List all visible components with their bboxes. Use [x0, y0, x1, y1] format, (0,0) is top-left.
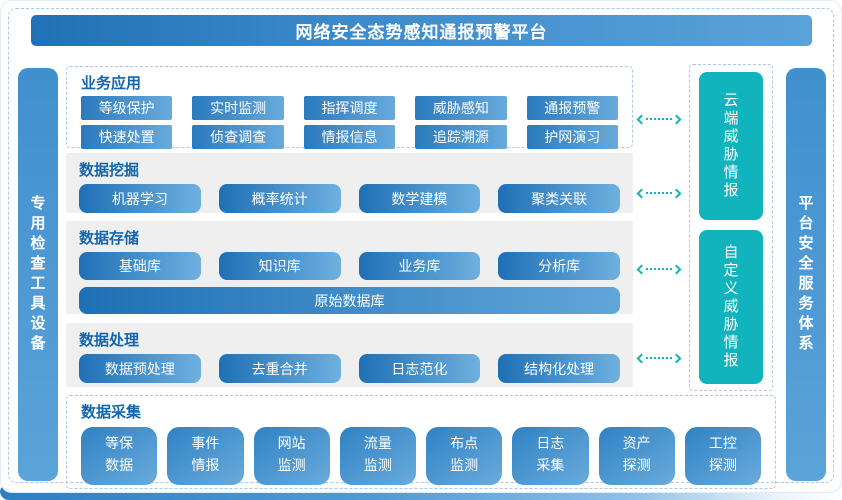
arrow-left-head-icon [636, 353, 647, 363]
processing-block-dedup-merge: 去重合并 [218, 354, 341, 383]
mining-block-cluster-association: 聚类关联 [498, 184, 620, 213]
storage-block-analysis-db: 分析库 [498, 252, 620, 280]
arrow-right-head-icon [671, 188, 682, 198]
collection-tile-log-collection: 日志 采集 [512, 427, 589, 485]
bidirectional-arrow-business [636, 113, 682, 125]
intel-box-custom-threat-intel: 自定义威胁情报 [699, 230, 763, 384]
business-block-trace-source: 追踪溯源 [415, 125, 507, 149]
collection-tile-point-monitoring: 布点 监测 [426, 427, 503, 485]
section-title-processing: 数据处理 [79, 331, 140, 349]
business-block-level-protection: 等级保护 [81, 96, 173, 120]
tile-line-1: 等保 [105, 436, 134, 453]
tile-line-2: 采集 [536, 458, 565, 474]
platform-title: 网络安全态势感知通报预警平台 [295, 23, 548, 43]
tile-line-1: 网站 [277, 436, 306, 453]
business-block-network-drill: 护网演习 [526, 125, 618, 149]
business-block-notification-warning: 通报预警 [526, 96, 618, 120]
section-data-processing: 数据处理 数据预处理 去重合并 日志范化 结构化处理 [66, 323, 633, 387]
tile-line-2: 监测 [450, 458, 479, 474]
business-block-realtime-monitoring: 实时监测 [192, 96, 284, 120]
collection-tile-website-monitoring: 网站 监测 [253, 427, 330, 485]
business-block-rapid-response: 快速处置 [81, 125, 173, 149]
bidirectional-arrow-mining [636, 187, 682, 199]
tile-line-2: 探测 [708, 458, 737, 474]
business-block-threat-awareness: 威胁感知 [415, 96, 507, 120]
business-grid: 等级保护 实时监测 指挥调度 威胁感知 通报预警 快速处置 侦查调查 情报信息 … [81, 96, 618, 149]
right-sidebar-platform-security-service: 平台安全服务体系 [786, 68, 826, 481]
arrow-right-head-icon [671, 114, 682, 124]
tile-line-2: 数据 [105, 458, 134, 474]
tile-line-1: 资产 [622, 436, 651, 453]
tile-line-1: 日志 [536, 436, 565, 453]
arrow-dashed-line [646, 192, 672, 194]
storage-block-basic-db: 基础库 [79, 252, 201, 280]
section-business-applications: 业务应用 等级保护 实时监测 指挥调度 威胁感知 通报预警 快速处置 侦查调查 … [66, 66, 633, 149]
tile-line-1: 事件 [191, 436, 220, 453]
section-title-business: 业务应用 [81, 74, 142, 92]
arrow-dashed-line [646, 268, 672, 270]
arrow-dashed-line [646, 118, 672, 120]
business-block-investigation: 侦查调查 [192, 125, 284, 149]
collection-tile-ics-detection: 工控 探测 [684, 427, 761, 485]
collection-grid: 等保 数据 事件 情报 网站 监测 流量 监测 布点 监测 [81, 427, 761, 485]
storage-block-business-db: 业务库 [358, 252, 481, 280]
section-title-mining: 数据挖掘 [79, 161, 140, 179]
bidirectional-arrow-processing [636, 352, 682, 364]
right-sidebar-label: 平台安全服务体系 [796, 194, 815, 355]
platform-title-banner: 网络安全态势感知通报预警平台 [31, 15, 812, 46]
tile-line-1: 布点 [450, 436, 479, 453]
mining-block-math-modeling: 数学建模 [358, 184, 481, 213]
section-title-collection: 数据采集 [81, 403, 142, 421]
tile-line-1: 流量 [363, 436, 392, 453]
arrow-right-head-icon [671, 353, 682, 363]
intel-box-cloud-threat-intel: 云端威胁情报 [699, 72, 763, 220]
mining-block-machine-learning: 机器学习 [79, 184, 201, 213]
tile-line-1: 工控 [708, 436, 737, 453]
arrow-left-head-icon [636, 114, 647, 124]
arrow-left-head-icon [636, 264, 647, 274]
collection-tile-asset-detection: 资产 探测 [598, 427, 675, 485]
storage-block-knowledge-db: 知识库 [218, 252, 341, 280]
arrow-right-head-icon [671, 264, 682, 274]
arrow-dashed-line [646, 357, 672, 359]
business-block-intelligence-info: 情报信息 [303, 125, 396, 149]
section-data-storage: 数据存储 基础库 知识库 业务库 分析库 原始数据库 [66, 221, 633, 314]
section-data-collection: 数据采集 等保 数据 事件 情报 网站 监测 流量 监测 [66, 395, 776, 489]
threat-intel-panel: 云端威胁情报 自定义威胁情报 [689, 64, 773, 391]
mining-row: 机器学习 概率统计 数学建模 聚类关联 [79, 184, 620, 213]
section-title-storage: 数据存储 [79, 229, 140, 247]
collection-tile-event-intelligence: 事件 情报 [167, 427, 244, 485]
tile-line-2: 监测 [363, 458, 392, 474]
processing-block-structured-processing: 结构化处理 [498, 354, 620, 383]
collection-tile-level-protection-data: 等保 数据 [81, 427, 158, 485]
section-data-mining: 数据挖掘 机器学习 概率统计 数学建模 聚类关联 [66, 153, 633, 213]
mining-block-probability-statistics: 概率统计 [218, 184, 341, 213]
arrow-left-head-icon [636, 188, 647, 198]
business-block-command-dispatch: 指挥调度 [303, 96, 396, 120]
tile-line-2: 情报 [191, 458, 220, 474]
processing-block-log-normalization: 日志范化 [358, 354, 481, 383]
bidirectional-arrow-storage [636, 263, 682, 275]
storage-block-raw-database: 原始数据库 [79, 287, 620, 314]
left-sidebar-special-inspection-tools: 专用检查工具设备 [18, 68, 58, 481]
collection-tile-traffic-monitoring: 流量 监测 [339, 427, 416, 485]
storage-row: 基础库 知识库 业务库 分析库 [79, 252, 620, 280]
processing-block-preprocessing: 数据预处理 [79, 354, 201, 383]
tile-line-2: 探测 [622, 458, 651, 474]
left-sidebar-label: 专用检查工具设备 [28, 194, 47, 355]
processing-row: 数据预处理 去重合并 日志范化 结构化处理 [79, 354, 620, 383]
tile-line-2: 监测 [277, 458, 306, 474]
